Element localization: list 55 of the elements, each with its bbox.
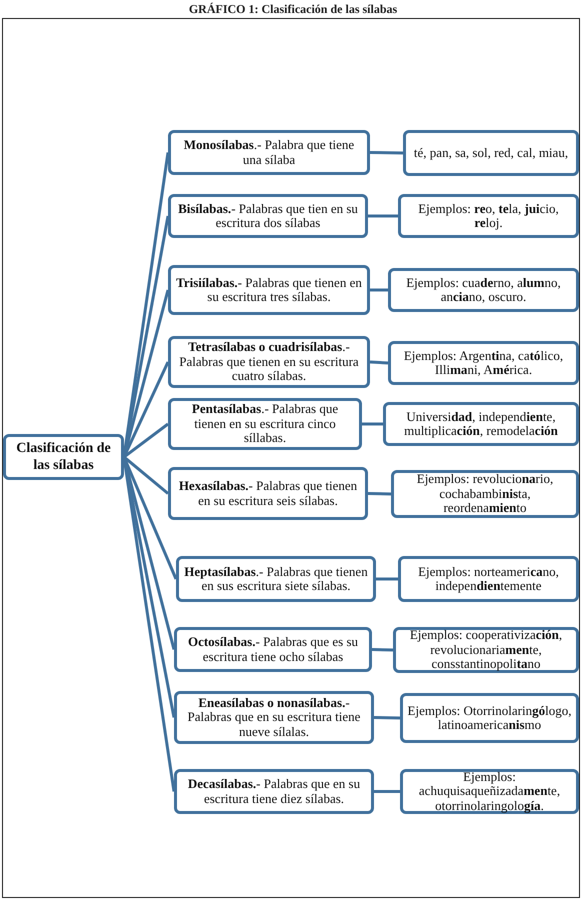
category-text: Decasílabas.- Palabras que en su escritura tiene diez sílabas. — [186, 777, 362, 806]
connector-line — [370, 288, 388, 292]
category-text: Monosílabas.- Palabra que tiene una sílaba — [182, 138, 356, 167]
category-box — [176, 556, 376, 602]
connector-line — [374, 790, 400, 793]
category-text: Hexasílabas.- Palabras que tienen en su escritura seis sílabas. — [178, 479, 358, 508]
connector-line — [362, 422, 383, 426]
category-text: Pentasílabas.- Palabras que tienen en su escritura cinco síllabas. — [190, 402, 340, 446]
example-text: Ejemplos: revolucionario, cochabambinista, reordenamiento — [416, 472, 554, 516]
example-text: Ejemplos: norteamericano, independientemente — [417, 564, 560, 594]
example-text: Ejemplos: reo, tela, juicio, reloj. — [417, 202, 560, 230]
category-text: Trisiílabas.- Palabras que tienen en su escritura tres sílabas. — [175, 276, 363, 304]
category-text: Octosílabas.- Palabras que es su escritura tiene ocho sílabas — [186, 635, 360, 664]
category-box — [168, 194, 368, 238]
connector-line — [376, 578, 398, 580]
category-box — [168, 265, 370, 315]
example-box — [391, 470, 579, 518]
category-text: Eneasílabas o nonasílabas.- Palabras que en su escritura tiene nueve sílalas. — [186, 696, 362, 740]
connector-line — [123, 456, 169, 495]
connector-line — [372, 648, 394, 652]
example-text: Universidad, independiente, multiplicación, remodelación — [403, 410, 559, 438]
connector-line — [370, 151, 404, 154]
example-box — [403, 130, 579, 176]
category-box — [168, 398, 362, 450]
category-box — [174, 769, 374, 814]
connector-line — [368, 492, 392, 496]
diagram-title: GRÁFICO 1: Clasificación de las sílabas — [188, 2, 398, 17]
category-box — [168, 467, 368, 520]
example-box — [398, 556, 579, 602]
example-box — [400, 769, 579, 814]
example-text: Ejemplos: Otorrinolaringólogo, latinoamericanismo — [407, 704, 572, 732]
category-text: Heptasílabas.- Palabras que tienen en sus escritura siete sílabas. — [183, 564, 369, 594]
example-box — [398, 194, 579, 238]
example-text: Ejemplos: cooperativización, revolucionariamente, consstantinopolitano — [408, 628, 564, 672]
category-box — [174, 627, 372, 672]
example-box — [388, 341, 579, 385]
example-text: té, pan, sa, sol, red, cal, miau, — [414, 146, 568, 160]
category-box — [168, 130, 370, 175]
category-box — [168, 336, 370, 388]
root-box — [3, 434, 124, 480]
example-box — [393, 627, 579, 673]
example-box — [388, 268, 579, 312]
example-text: Ejemplos: Argentina, católico, Illimani, América. — [402, 348, 564, 378]
root-label: Clasificación de las sílabas — [15, 440, 112, 474]
category-text: Tetrasílabas o cuadrisílabas.- Palabras que tienen en su escritura cuatro sílabas. — [178, 340, 360, 384]
category-text: Bisílabas.- Palabras que tien en su escritura dos sílabas — [177, 202, 359, 230]
connector-line — [368, 214, 398, 218]
connector-line — [374, 716, 400, 720]
example-box — [400, 693, 579, 743]
example-text: Ejemplos: cuaderno, alumno, anciano, oscuro. — [405, 276, 562, 304]
connector-line — [123, 422, 169, 458]
connector-line — [370, 360, 388, 364]
category-box — [174, 691, 374, 744]
example-text: Ejemplos: achuquisaqueñizadamente, otorrinolaringología. — [418, 770, 562, 814]
example-box — [383, 402, 579, 446]
